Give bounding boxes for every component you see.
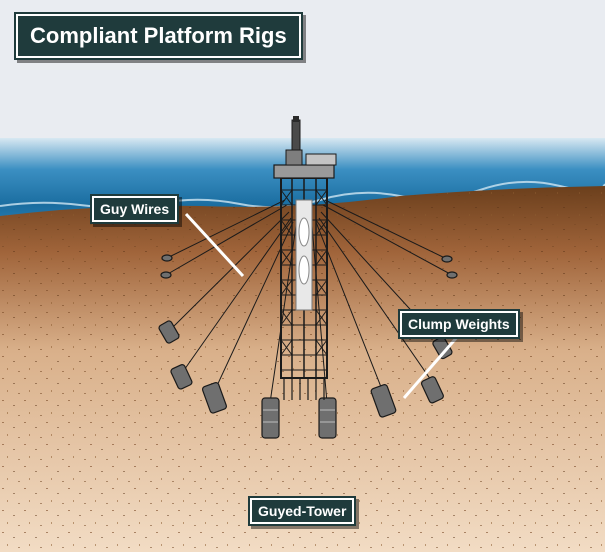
guy-wires-label: Guy Wires (92, 196, 178, 222)
clump-weights-pointer (402, 335, 460, 399)
diagram-title: Compliant Platform Rigs (16, 14, 301, 58)
guyed-tower-label: Guyed-Tower (250, 498, 355, 524)
platform-deck (273, 116, 337, 179)
weight-bands (263, 409, 335, 423)
clump-weights-label: Clump Weights (400, 311, 518, 337)
guy-wires-pointer (184, 212, 245, 278)
clump-weights (158, 254, 458, 439)
